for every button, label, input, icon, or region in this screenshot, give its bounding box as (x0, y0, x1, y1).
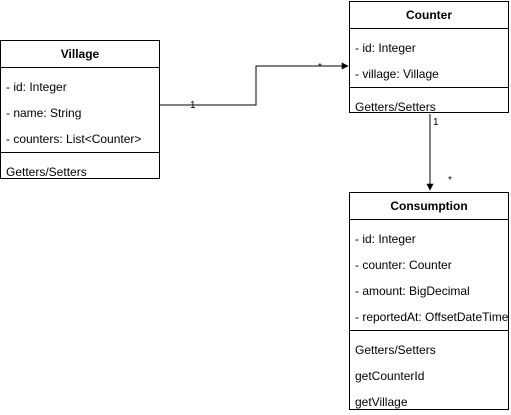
attribute-row: - counters: List<Counter> (6, 132, 142, 146)
class-village[interactable]: Village - id: Integer - name: String - c… (0, 40, 160, 179)
attribute-row: - amount: BigDecimal (355, 284, 470, 298)
class-village-attributes: - id: Integer - name: String - counters:… (1, 68, 159, 153)
association-village-counter (160, 62, 349, 106)
method-row: Getters/Setters (355, 100, 436, 114)
attribute-row: - id: Integer (355, 232, 416, 246)
attribute-row: - village: Village (355, 67, 439, 81)
class-village-title: Village (1, 41, 159, 68)
attribute-row: - id: Integer (355, 41, 416, 55)
class-counter-methods: Getters/Setters (350, 88, 508, 120)
multiplicity-counter-side: * (318, 62, 322, 73)
attribute-row: - id: Integer (6, 80, 67, 94)
method-row: Getters/Setters (6, 165, 87, 179)
method-row: getCounterId (355, 369, 425, 383)
class-consumption-methods: Getters/Setters getCounterId getVillage (350, 331, 508, 415)
method-row: getVillage (355, 395, 408, 409)
attribute-row: - counter: Counter (355, 258, 452, 272)
attribute-row: - reportedAt: OffsetDateTime (355, 310, 508, 324)
class-counter[interactable]: Counter - id: Integer - village: Village… (349, 1, 509, 114)
multiplicity-consumption-side: * (448, 175, 452, 186)
method-row: Getters/Setters (355, 343, 436, 357)
class-consumption[interactable]: Consumption - id: Integer - counter: Cou… (349, 192, 509, 410)
multiplicity-counter-top: 1 (433, 117, 439, 128)
multiplicity-village-side: 1 (190, 100, 196, 111)
class-village-methods: Getters/Setters (1, 153, 159, 185)
class-consumption-attributes: - id: Integer - counter: Counter - amoun… (350, 220, 508, 331)
class-counter-title: Counter (350, 2, 508, 29)
class-consumption-title: Consumption (350, 193, 508, 220)
attribute-row: - name: String (6, 106, 82, 120)
class-counter-attributes: - id: Integer - village: Village (350, 29, 508, 88)
